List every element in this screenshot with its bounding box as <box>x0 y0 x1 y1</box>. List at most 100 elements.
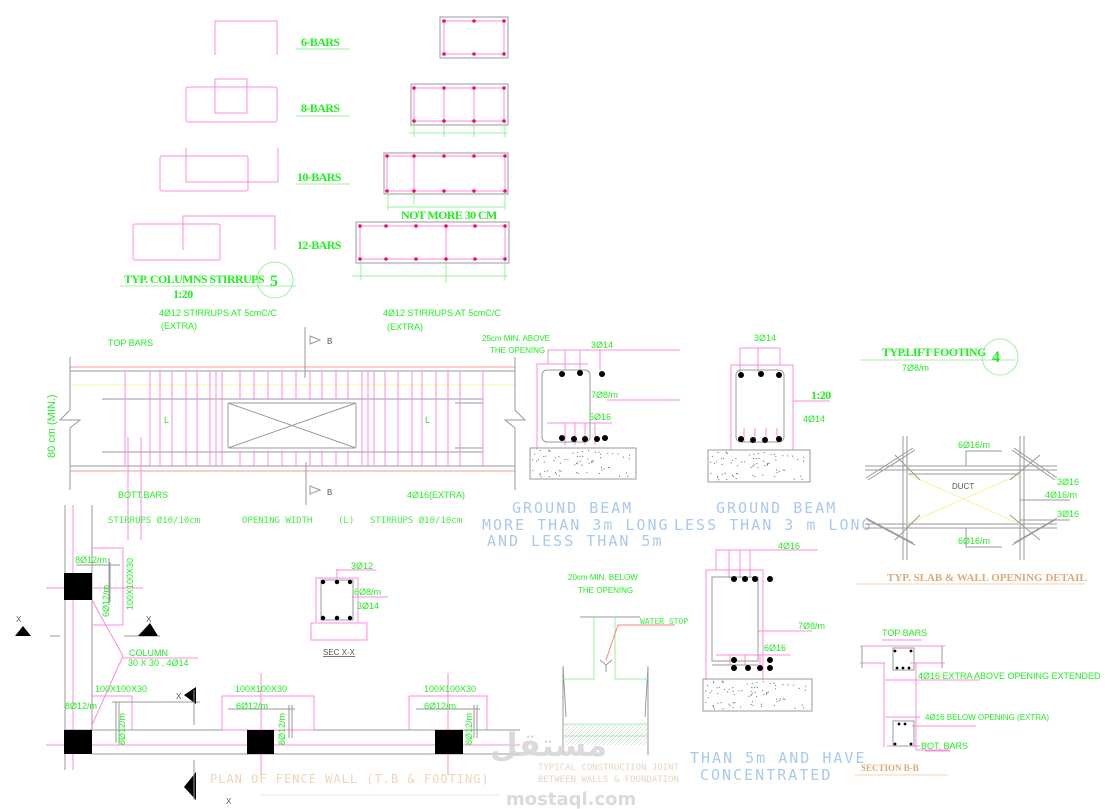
concrete-speckle <box>554 457 557 459</box>
concrete-speckle <box>544 470 546 473</box>
concrete-speckle <box>753 457 755 460</box>
lift-footing-bars: 7Ø8/m <box>902 363 929 373</box>
gb1-title: GROUND BEAM <box>512 499 633 517</box>
concrete-speckle <box>716 687 718 689</box>
xx-bottom-bars: 3Ø14 <box>357 601 379 611</box>
opening-note-right: 4Ø12 STIRRUPS AT 5cmC/C <box>383 308 501 318</box>
bb-bot-bars: BOT. BARS <box>921 741 968 751</box>
concrete-speckle <box>782 469 784 471</box>
rebar-dot <box>472 19 476 23</box>
concrete-speckle <box>752 704 754 707</box>
rebar-dot <box>412 119 416 123</box>
rebar-dot <box>473 257 477 261</box>
label-8-bars: 8-BARS <box>301 101 340 115</box>
footing-1-size: 100X100X30 <box>95 684 147 694</box>
footing-3-bars-h: 6Ø12/m <box>424 701 456 711</box>
gb3-bottom-bars: 6Ø16 <box>764 643 786 653</box>
cj-title-2: BETWEEN WALLS & FOUNDATION <box>538 775 679 785</box>
concrete-speckle <box>706 684 709 686</box>
main-rebar <box>745 665 751 671</box>
main-rebar <box>776 372 782 378</box>
rebar-dot <box>358 224 362 228</box>
concrete-speckle <box>734 702 736 704</box>
gb3-top-bars: 4Ø16 <box>778 541 800 551</box>
concrete-speckle <box>778 699 780 702</box>
concrete-speckle <box>776 469 778 471</box>
concrete-speckle <box>735 472 738 475</box>
columns-stirrups-title-block: TYP. COLUMNS STIRRUPS 5 1:20 <box>120 261 296 301</box>
concrete-speckle <box>775 698 778 700</box>
concrete-speckle <box>558 475 560 477</box>
concrete-speckle <box>752 465 754 467</box>
span-mark-right: L <box>425 415 430 425</box>
gb1-note-2: THE OPENING <box>490 346 545 355</box>
gb3-stirrups: 7Ø8/m <box>798 621 825 631</box>
concrete-speckle <box>712 705 714 707</box>
concrete-speckle <box>731 474 734 476</box>
gb3-title-2: CONCENTRATED <box>700 766 832 784</box>
concrete-speckle <box>545 455 547 457</box>
rebar-dot <box>385 154 389 158</box>
main-rebar <box>334 615 340 621</box>
concrete-speckle <box>750 690 752 693</box>
concrete-speckle <box>713 708 715 710</box>
stirrups-right-label: STIRRUPS Ø10/10cm <box>370 515 462 526</box>
main-rebar <box>767 657 773 663</box>
rebar-dot <box>502 119 506 123</box>
concrete-speckle <box>784 698 786 700</box>
top-bars-label: TOP BARS <box>108 338 153 348</box>
concrete-speckle <box>598 451 600 453</box>
concrete-speckle <box>722 707 724 710</box>
rebar-dot <box>412 154 416 158</box>
rebar-dot <box>503 257 507 261</box>
section-mark-b-bottom: B <box>327 488 332 497</box>
main-rebar <box>731 657 737 663</box>
concrete-speckle <box>774 475 776 477</box>
concrete-speckle <box>714 462 716 465</box>
concrete-speckle <box>798 687 800 690</box>
rebar-dot <box>412 189 416 193</box>
corner-footing-size: 100X100X30 <box>125 558 135 610</box>
rebar-dot <box>472 86 476 90</box>
rebar-dot <box>444 224 448 228</box>
rebar-dot <box>384 257 388 261</box>
beam-elevation: TOP BARS B B L L 80 cm (MIN.) BOTT.BARS … <box>46 327 527 540</box>
concrete-speckle <box>607 466 609 468</box>
main-rebar <box>731 576 737 582</box>
main-rebar <box>559 371 565 377</box>
concrete-speckle <box>567 458 569 461</box>
concrete-speckle <box>761 705 763 707</box>
concrete-speckle <box>574 464 576 466</box>
column-size: 30 X 30 , 4Ø14 <box>128 658 189 668</box>
opening-note-right-extra: (EXTRA) <box>387 322 423 332</box>
detail-number-4: 4 <box>992 349 1000 366</box>
cj-note: 20cm MIN. BELOW <box>568 573 638 582</box>
ground-beam-long: 25cm MIN. ABOVE THE OPENING 3Ø14 7Ø8/m 5… <box>482 334 680 550</box>
footing-2-bars-h: 6Ø12/m <box>236 701 268 711</box>
concrete-speckle <box>725 451 727 453</box>
concrete-speckle <box>717 702 719 704</box>
concrete-speckle <box>532 469 534 472</box>
concrete-speckle <box>558 470 561 472</box>
column-sections: NOT MORE 30 CM <box>352 16 510 283</box>
concrete-speckle <box>782 698 785 700</box>
gb3-title: THAN 5m AND HAVE <box>690 749 867 767</box>
concrete-speckle <box>576 462 578 464</box>
water-stop-label: WATER STOP <box>640 617 688 626</box>
label-6-bars: 6-BARS <box>301 35 340 49</box>
concrete-speckle <box>705 690 707 692</box>
concrete-speckle <box>751 692 753 694</box>
main-rebar <box>599 371 605 377</box>
main-rebar <box>742 576 748 582</box>
concrete-speckle <box>600 466 603 469</box>
footing-3-size: 100X100X30 <box>424 684 476 694</box>
concrete-speckle <box>709 691 711 694</box>
concrete-speckle <box>774 684 777 687</box>
concrete-speckle <box>588 462 590 464</box>
concrete-speckle <box>760 703 762 705</box>
concrete-speckle <box>720 702 722 704</box>
watermark-arabic: مستقل <box>490 726 607 764</box>
main-rebar <box>903 722 907 726</box>
slab-opening-detail: 6Ø16/m DUCT 3Ø16 4Ø16/m 3Ø16 6Ø16/m TYP.… <box>855 436 1087 585</box>
rebar-dot <box>472 189 476 193</box>
